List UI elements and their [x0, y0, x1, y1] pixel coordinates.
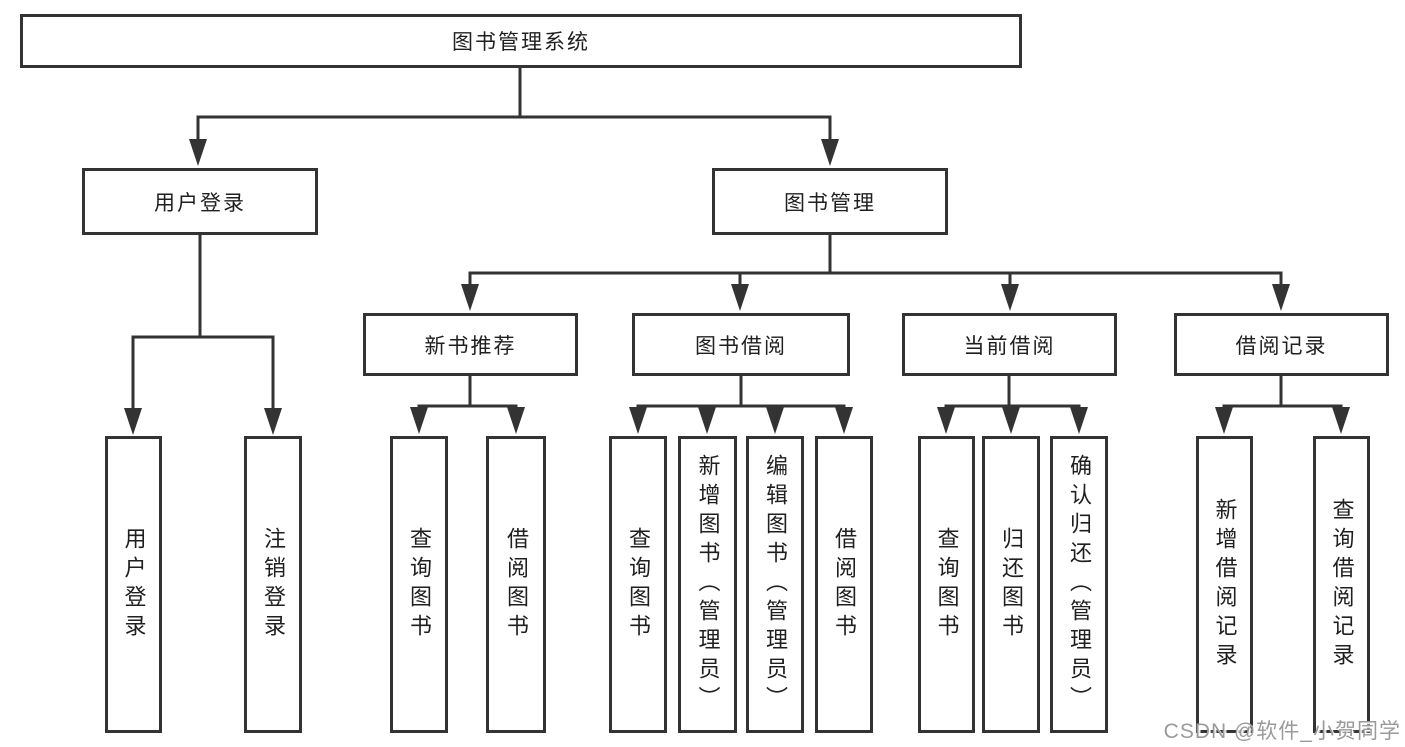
node-label: 当前借阅: [963, 334, 1056, 358]
leaf-label: 查询图书: [407, 526, 432, 643]
leaf-query-books-borrowing: 查询图书: [609, 436, 667, 733]
leaf-label: 查询图书: [626, 526, 651, 643]
node-label: 借阅记录: [1235, 334, 1328, 358]
node-book-management: 图书管理: [712, 168, 948, 235]
leaf-query-borrow-record: 查询借阅记录: [1313, 436, 1370, 733]
node-label: 图书管理: [784, 191, 876, 215]
csdn-watermark: CSDN @软件_小贺同学: [1163, 720, 1401, 743]
leaf-label: 注销登录: [261, 526, 286, 643]
leaf-confirm-return-admin: 确认归还（管理员）: [1050, 436, 1108, 733]
node-book-borrowing: 图书借阅: [632, 313, 850, 376]
leaf-label: 用户登录: [121, 526, 147, 643]
leaf-query-books-recommend: 查询图书: [390, 436, 448, 733]
leaf-logout: 注销登录: [244, 436, 302, 733]
leaf-label: 借阅图书: [504, 526, 529, 643]
leaf-return-books: 归还图书: [982, 436, 1040, 733]
node-current-borrowing: 当前借阅: [902, 313, 1117, 376]
leaf-query-books-current: 查询图书: [918, 436, 975, 733]
node-user-login: 用户登录: [82, 168, 318, 235]
node-borrowing-records: 借阅记录: [1174, 313, 1389, 376]
leaf-label: 查询图书: [934, 526, 960, 643]
leaf-label: 确认归还（管理员）: [1067, 454, 1092, 715]
node-label: 新书推荐: [424, 334, 517, 358]
node-label: 图书借阅: [695, 334, 787, 358]
node-label: 图书管理系统: [452, 31, 590, 54]
leaf-borrow-books-recommend: 借阅图书: [486, 436, 546, 733]
leaf-label: 借阅图书: [832, 526, 857, 643]
leaf-borrow-books-borrowing: 借阅图书: [815, 436, 873, 733]
leaf-add-book-admin: 新增图书（管理员）: [678, 436, 737, 733]
leaf-label: 归还图书: [999, 526, 1024, 643]
leaf-user-login: 用户登录: [105, 436, 162, 733]
leaf-label: 新增图书（管理员）: [695, 454, 721, 715]
leaf-add-borrow-record: 新增借阅记录: [1196, 436, 1253, 733]
leaf-label: 查询借阅记录: [1329, 497, 1355, 672]
leaf-label: 编辑图书（管理员）: [763, 454, 788, 715]
node-library-management-system: 图书管理系统: [20, 14, 1022, 68]
node-label: 用户登录: [154, 191, 246, 215]
node-new-book-recommendation: 新书推荐: [363, 313, 578, 376]
leaf-edit-book-admin: 编辑图书（管理员）: [746, 436, 804, 733]
leaf-label: 新增借阅记录: [1212, 497, 1238, 672]
